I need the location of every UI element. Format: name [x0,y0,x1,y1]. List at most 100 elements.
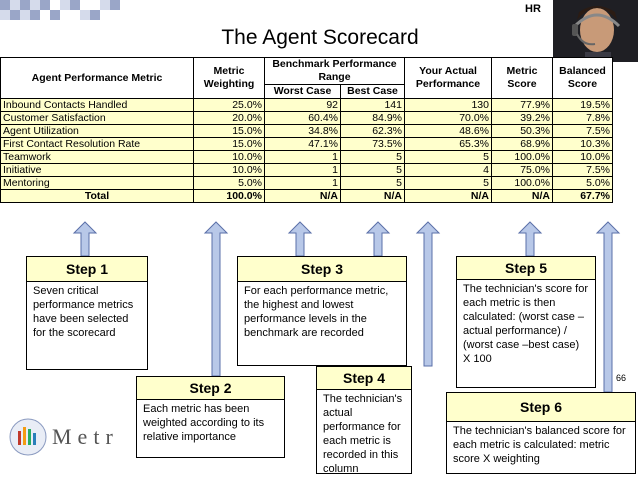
arrow-up-icon [72,221,98,257]
arrow-up-icon [595,221,621,393]
best-cell: 5 [340,150,405,164]
worst-cell: 1 [264,150,341,164]
hr-label: HR [525,3,541,15]
worst-cell: 1 [264,176,341,190]
arrow-up-icon [517,221,543,257]
worst-cell: 34.8% [264,124,341,138]
best-cell: 141 [340,98,405,112]
total-worst: N/A [264,189,341,203]
total-weighting: 100.0% [193,189,265,203]
actual-cell: 48.6% [404,124,492,138]
metr-logo: Metr [8,412,158,462]
balanced-cell: 19.5% [552,98,613,112]
page-title: The Agent Scorecard [221,26,419,49]
balanced-cell: 10.0% [552,150,613,164]
step-2-box: Step 2 Each metric has been weighted acc… [136,376,285,458]
balanced-cell: 7.5% [552,163,613,177]
weighting-cell: 5.0% [193,176,265,190]
total-label: Total [0,189,194,203]
score-cell: 50.3% [491,124,553,138]
total-actual: N/A [404,189,492,203]
step-4-title: Step 4 [317,367,411,390]
actual-cell: 5 [404,150,492,164]
table-row: Mentoring 5.0% 1 5 5 100.0% 5.0% [0,176,613,190]
metric-name: First Contact Resolution Rate [0,137,194,151]
step-3-box: Step 3 For each performance metric, the … [237,256,407,366]
total-balanced: 67.7% [552,189,613,203]
total-row: Total 100.0% N/A N/A N/A N/A 67.7% [0,189,613,203]
step-3-title: Step 3 [238,257,406,282]
actual-cell: 4 [404,163,492,177]
best-cell: 84.9% [340,111,405,125]
step-6-title: Step 6 [447,393,635,422]
worst-cell: 47.1% [264,137,341,151]
score-cell: 100.0% [491,176,553,190]
header-balanced: Balanced Score [552,57,613,99]
score-cell: 77.9% [491,98,553,112]
logo-mark-icon [9,418,47,456]
arrow-up-icon [415,221,441,367]
header-metric: Agent Performance Metric [0,57,194,99]
header-actual: Your Actual Performance [404,57,492,99]
step-2-text: Each metric has been weighted according … [143,403,265,443]
table-row: Initiative 10.0% 1 5 4 75.0% 7.5% [0,163,613,177]
balanced-cell: 5.0% [552,176,613,190]
weighting-cell: 20.0% [193,111,265,125]
score-cell: 75.0% [491,163,553,177]
step-5-box: Step 5 The technician's score for each m… [456,256,596,388]
logo-text: Metr [52,424,119,449]
actual-cell: 70.0% [404,111,492,125]
step-5-title: Step 5 [457,257,595,280]
best-cell: 5 [340,176,405,190]
metric-name: Agent Utilization [0,124,194,138]
scorecard-table: Agent Performance Metric Metric Weightin… [0,57,613,203]
weighting-cell: 25.0% [193,98,265,112]
step-4-box: Step 4 The technician's actual performan… [316,366,412,475]
arrow-up-icon [287,221,313,257]
balanced-cell: 10.3% [552,137,613,151]
actual-cell: 65.3% [404,137,492,151]
metric-name: Teamwork [0,150,194,164]
best-cell: 5 [340,163,405,177]
weighting-cell: 10.0% [193,150,265,164]
table-row: First Contact Resolution Rate 15.0% 47.1… [0,137,613,151]
score-cell: 100.0% [491,150,553,164]
balanced-cell: 7.8% [552,111,613,125]
weighting-cell: 10.0% [193,163,265,177]
weighting-cell: 15.0% [193,137,265,151]
metric-name: Mentoring [0,176,194,190]
header-score: Metric Score [491,57,553,99]
header-worst-case: Worst Case [264,84,341,99]
checker-decoration [0,0,120,20]
page-number: 66 [616,373,627,383]
total-best: N/A [340,189,405,203]
header-benchmark: Benchmark Performance Range [264,57,405,85]
step-5-text: The technician's score for each metric i… [463,283,588,365]
step-1-title: Step 1 [27,257,147,282]
arrow-up-icon [365,221,391,257]
header-weighting: Metric Weighting [193,57,265,99]
step-1-text: Seven critical performance metrics have … [33,285,134,339]
worst-cell: 1 [264,163,341,177]
table-row: Teamwork 10.0% 1 5 5 100.0% 10.0% [0,150,613,164]
table-row: Agent Utilization 15.0% 34.8% 62.3% 48.6… [0,124,613,138]
header-best-case: Best Case [340,84,405,99]
step-6-text: The technician's balanced score for each… [453,425,626,465]
table-row: Inbound Contacts Handled 25.0% 92 141 13… [0,98,613,112]
table-row: Customer Satisfaction 20.0% 60.4% 84.9% … [0,111,613,125]
step-4-text: The technician's actual performance for … [323,393,403,475]
step-2-title: Step 2 [137,377,284,400]
actual-cell: 5 [404,176,492,190]
score-cell: 39.2% [491,111,553,125]
metric-name: Customer Satisfaction [0,111,194,125]
total-score: N/A [491,189,553,203]
balanced-cell: 7.5% [552,124,613,138]
metric-name: Initiative [0,163,194,177]
worst-cell: 60.4% [264,111,341,125]
best-cell: 62.3% [340,124,405,138]
best-cell: 73.5% [340,137,405,151]
agent-photo [553,0,638,62]
step-3-text: For each performance metric, the highest… [244,285,389,339]
weighting-cell: 15.0% [193,124,265,138]
score-cell: 68.9% [491,137,553,151]
